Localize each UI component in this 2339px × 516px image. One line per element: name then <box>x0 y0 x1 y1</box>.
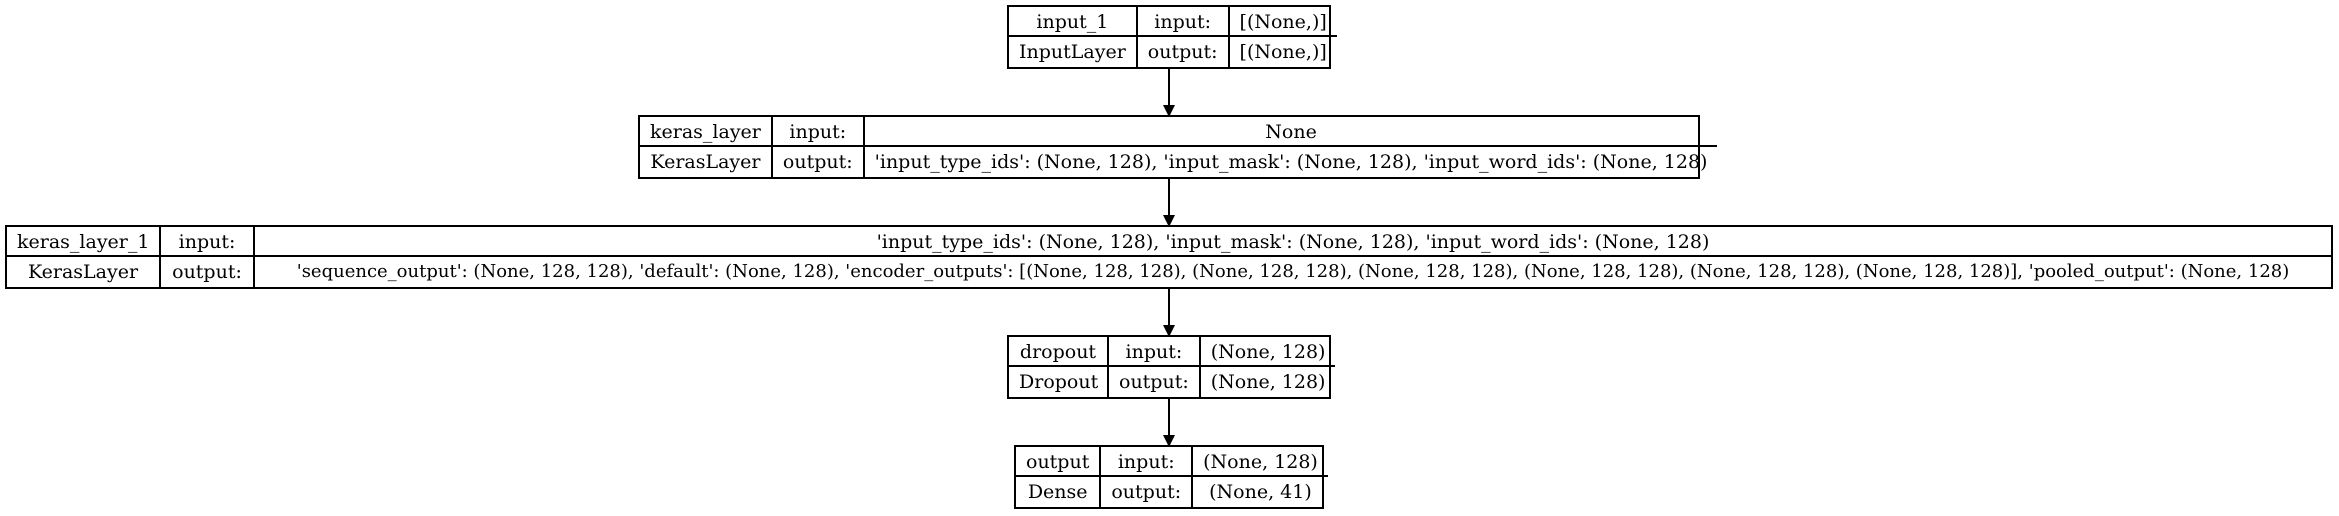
output-shape: 'sequence_output': (None, 128, 128), 'de… <box>296 261 2290 282</box>
input-shape: [(None,)] <box>1229 7 1337 37</box>
input-shape: None <box>864 117 1718 147</box>
output-label: output: <box>1119 371 1189 393</box>
node-type: KerasLayer <box>650 151 761 173</box>
output-shape: 'input_type_ids': (None, 128), 'input_ma… <box>874 151 1708 173</box>
node-name-column: dropout Dropout <box>1009 337 1109 397</box>
node-name: output <box>1016 447 1100 477</box>
input-label: input: <box>1137 7 1228 37</box>
node-name-column: keras_layer_1 KerasLayer <box>7 227 161 287</box>
output-label: output: <box>1147 41 1218 63</box>
io-label-column: input: output: <box>1101 447 1194 507</box>
output-shape: (None, 128) <box>1210 371 1326 393</box>
input-shape: (None, 128) <box>1200 337 1336 367</box>
io-label-column: input: output: <box>161 227 255 287</box>
node-name: keras_layer_1 <box>7 227 159 257</box>
output-shape: (None, 41) <box>1209 481 1312 503</box>
node-name: dropout <box>1009 337 1107 367</box>
output-label: output: <box>782 151 853 173</box>
input-label: input: <box>161 227 253 257</box>
node-name-column: output Dense <box>1016 447 1102 507</box>
input-label: input: <box>1109 337 1199 367</box>
node-output: output Dense input: output: (None, 128) … <box>1014 445 1328 509</box>
node-name: keras_layer <box>640 117 771 147</box>
node-name-column: input_1 InputLayer <box>1009 7 1138 67</box>
node-keras_layer_1: keras_layer_1 KerasLayer input: output: … <box>5 225 2333 289</box>
shape-column: (None, 128) (None, 128) <box>1200 337 1336 397</box>
node-input_1: input_1 InputLayer input: output: [(None… <box>1007 5 1337 69</box>
output-label: output: <box>172 261 242 283</box>
node-type: Dense <box>1027 481 1088 503</box>
io-label-column: input: output: <box>1137 7 1230 67</box>
shape-column: 'input_type_ids': (None, 128), 'input_ma… <box>255 227 2331 287</box>
node-keras_layer: keras_layer KerasLayer input: output: No… <box>638 115 1718 179</box>
node-name: input_1 <box>1009 7 1136 37</box>
node-type: Dropout <box>1019 371 1099 393</box>
output-shape: [(None,)] <box>1239 41 1327 63</box>
node-type: KerasLayer <box>27 261 139 283</box>
output-label: output: <box>1111 481 1182 503</box>
input-label: input: <box>1101 447 1192 477</box>
shape-column: (None, 128) (None, 41) <box>1193 447 1328 507</box>
node-type: InputLayer <box>1019 41 1126 63</box>
node-name-column: keras_layer KerasLayer <box>640 117 773 177</box>
shape-column: [(None,)] [(None,)] <box>1229 7 1337 67</box>
input-label: input: <box>772 117 863 147</box>
io-label-column: input: output: <box>772 117 865 177</box>
io-label-column: input: output: <box>1109 337 1201 397</box>
shape-column: None 'input_type_ids': (None, 128), 'inp… <box>864 117 1718 177</box>
input-shape: (None, 128) <box>1193 447 1328 477</box>
input-shape: 'input_type_ids': (None, 128), 'input_ma… <box>255 227 2331 257</box>
node-dropout: dropout Dropout input: output: (None, 12… <box>1007 335 1336 399</box>
